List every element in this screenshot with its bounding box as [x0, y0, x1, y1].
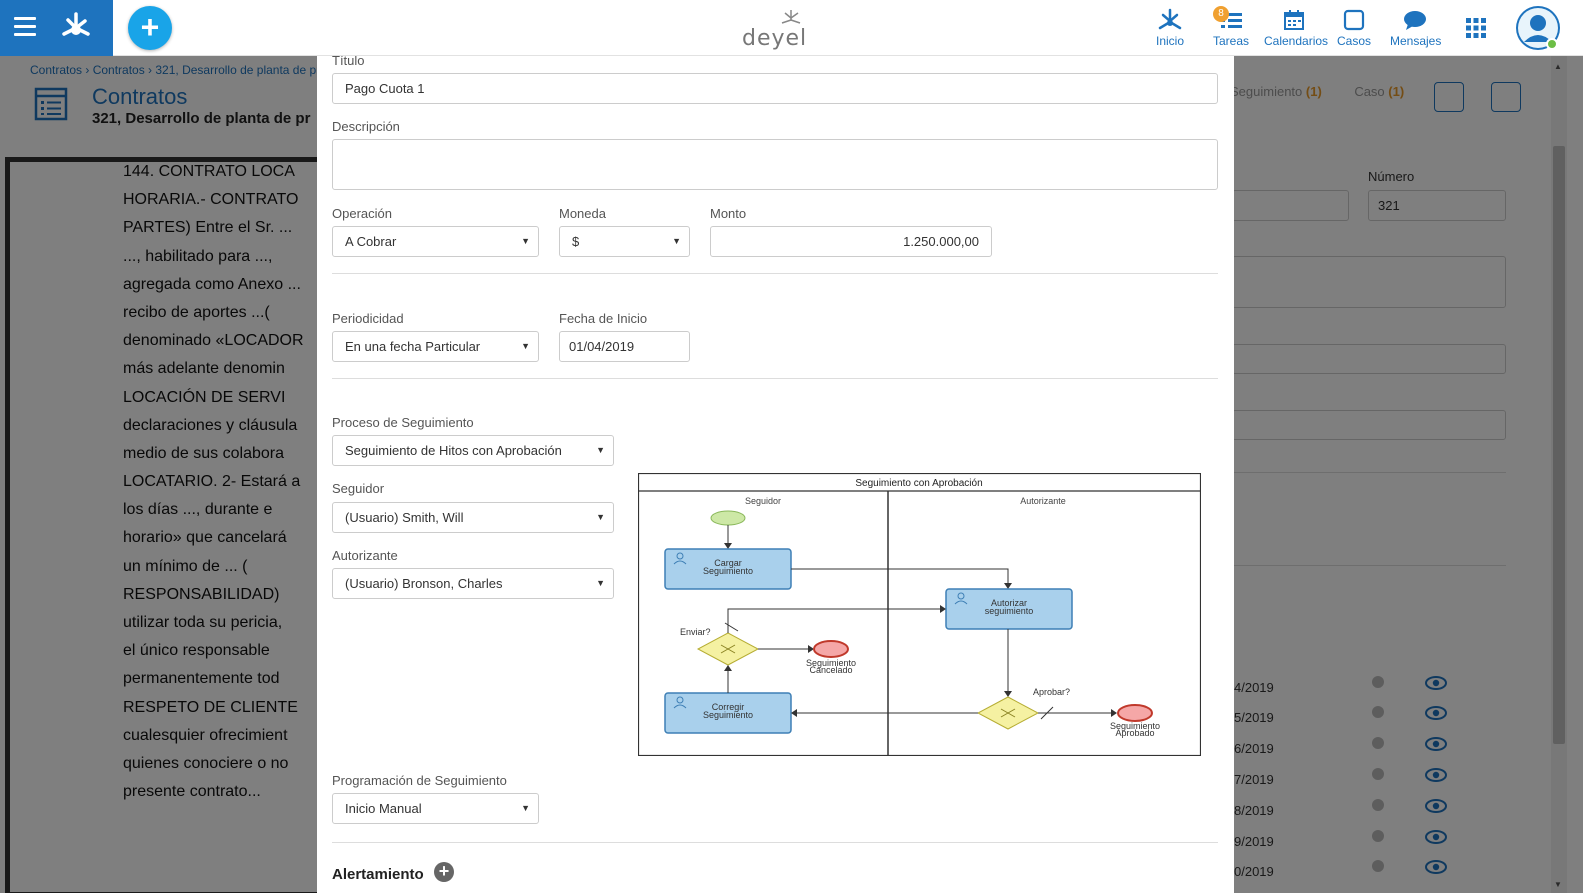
dropdown-caret-icon: ▼: [596, 512, 605, 522]
task-corregir-label-2: Seguimiento: [703, 710, 753, 720]
descripcion-textarea[interactable]: [332, 139, 1218, 190]
end-cancelado-label-1: Seguimiento: [806, 658, 856, 668]
titulo-input[interactable]: Pago Cuota 1: [332, 73, 1218, 104]
task-autorizar-label-1: Autorizar: [991, 598, 1027, 608]
task-corregir-label-1: Corregir: [712, 702, 745, 712]
diagram-title: Seguimiento con Aprobación: [855, 478, 982, 489]
brand-box: [0, 0, 113, 56]
fecha-inicio-input[interactable]: 01/04/2019: [559, 331, 690, 362]
cuota-modal: Título Pago Cuota 1 Descripción Operació…: [317, 56, 1234, 893]
titulo-label: Título: [332, 56, 365, 68]
periodicidad-label: Periodicidad: [332, 311, 404, 326]
moneda-select[interactable]: $▼: [559, 226, 690, 257]
seguidor-select[interactable]: (Usuario) Smith, Will▼: [332, 502, 614, 533]
lane-seguidor: Seguidor: [745, 496, 781, 506]
nav-inicio[interactable]: Inicio: [1150, 6, 1190, 52]
dropdown-caret-icon: ▼: [521, 236, 530, 246]
end-cancelado-label-2: Cancelado: [809, 665, 852, 675]
message-icon: [1404, 11, 1426, 30]
logo-mark-icon: [781, 10, 801, 24]
nav-casos[interactable]: Casos: [1334, 6, 1374, 52]
end-aprobado-label-1: Seguimiento: [1110, 721, 1160, 731]
dropdown-caret-icon: ▼: [672, 236, 681, 246]
avatar[interactable]: [1516, 6, 1560, 50]
divider: [332, 842, 1218, 843]
monto-label: Monto: [710, 206, 747, 221]
deyel-logo: deyel: [742, 8, 828, 51]
descripcion-label: Descripción: [332, 119, 400, 134]
alertamiento-title: Alertamiento: [332, 866, 424, 883]
dropdown-caret-icon: ▼: [521, 803, 530, 813]
dropdown-caret-icon: ▼: [596, 578, 605, 588]
dropdown-caret-icon: ▼: [596, 445, 605, 455]
operacion-select[interactable]: A Cobrar▼: [332, 226, 539, 257]
autorizante-label: Autorizante: [332, 548, 398, 563]
inicio-icon: [1158, 8, 1182, 30]
fecha-inicio-label: Fecha de Inicio: [559, 311, 648, 326]
top-bar: + deyel Inicio 8 Tareas Calendarios Caso…: [0, 0, 1583, 56]
monto-input[interactable]: 1.250.000,00: [710, 226, 992, 257]
gateway-aprobar-label: Aprobar?: [1033, 687, 1070, 697]
end-cancelado: [813, 640, 849, 658]
end-aprobado: [1117, 704, 1153, 722]
nav-mensajes[interactable]: Mensajes: [1390, 6, 1441, 52]
lane-autorizante: Autorizante: [1020, 496, 1066, 506]
moneda-label: Moneda: [559, 206, 606, 221]
end-aprobado-label-2: Aprobado: [1115, 728, 1154, 738]
programacion-select[interactable]: Inicio Manual▼: [332, 793, 539, 824]
start-event: [710, 510, 746, 526]
add-alert-icon[interactable]: +: [434, 862, 454, 882]
proceso-select[interactable]: Seguimiento de Hitos con Aprobación▼: [332, 435, 614, 466]
periodicidad-select[interactable]: En una fecha Particular▼: [332, 331, 539, 362]
menu-icon[interactable]: [14, 17, 36, 37]
nav-tareas[interactable]: 8 Tareas: [1212, 6, 1250, 48]
task-cargar-label-2: Seguimiento: [703, 566, 753, 576]
programacion-label: Programación de Seguimiento: [332, 773, 507, 788]
casos-icon: [1343, 9, 1365, 31]
deyel-mark-icon[interactable]: [58, 8, 94, 44]
task-autorizar-label-2: seguimiento: [985, 606, 1034, 616]
proceso-label: Proceso de Seguimiento: [332, 415, 474, 430]
calendar-icon: [1284, 10, 1304, 30]
add-button[interactable]: +: [128, 6, 172, 50]
dropdown-caret-icon: ▼: [521, 341, 530, 351]
divider: [332, 273, 1218, 274]
task-cargar-label-1: Cargar: [714, 558, 742, 568]
nav-calendarios[interactable]: Calendarios: [1264, 6, 1328, 52]
seguidor-label: Seguidor: [332, 481, 385, 496]
operacion-label: Operación: [332, 206, 392, 221]
gateway-enviar-label: Enviar?: [680, 627, 711, 637]
process-diagram: Seguimiento con Aprobación Seguidor Auto…: [638, 473, 1201, 756]
online-status-dot: [1546, 38, 1558, 50]
autorizante-select[interactable]: (Usuario) Bronson, Charles▼: [332, 568, 614, 599]
divider: [332, 378, 1218, 379]
apps-grid-icon[interactable]: [1466, 18, 1486, 38]
tareas-badge: 8: [1213, 6, 1229, 22]
